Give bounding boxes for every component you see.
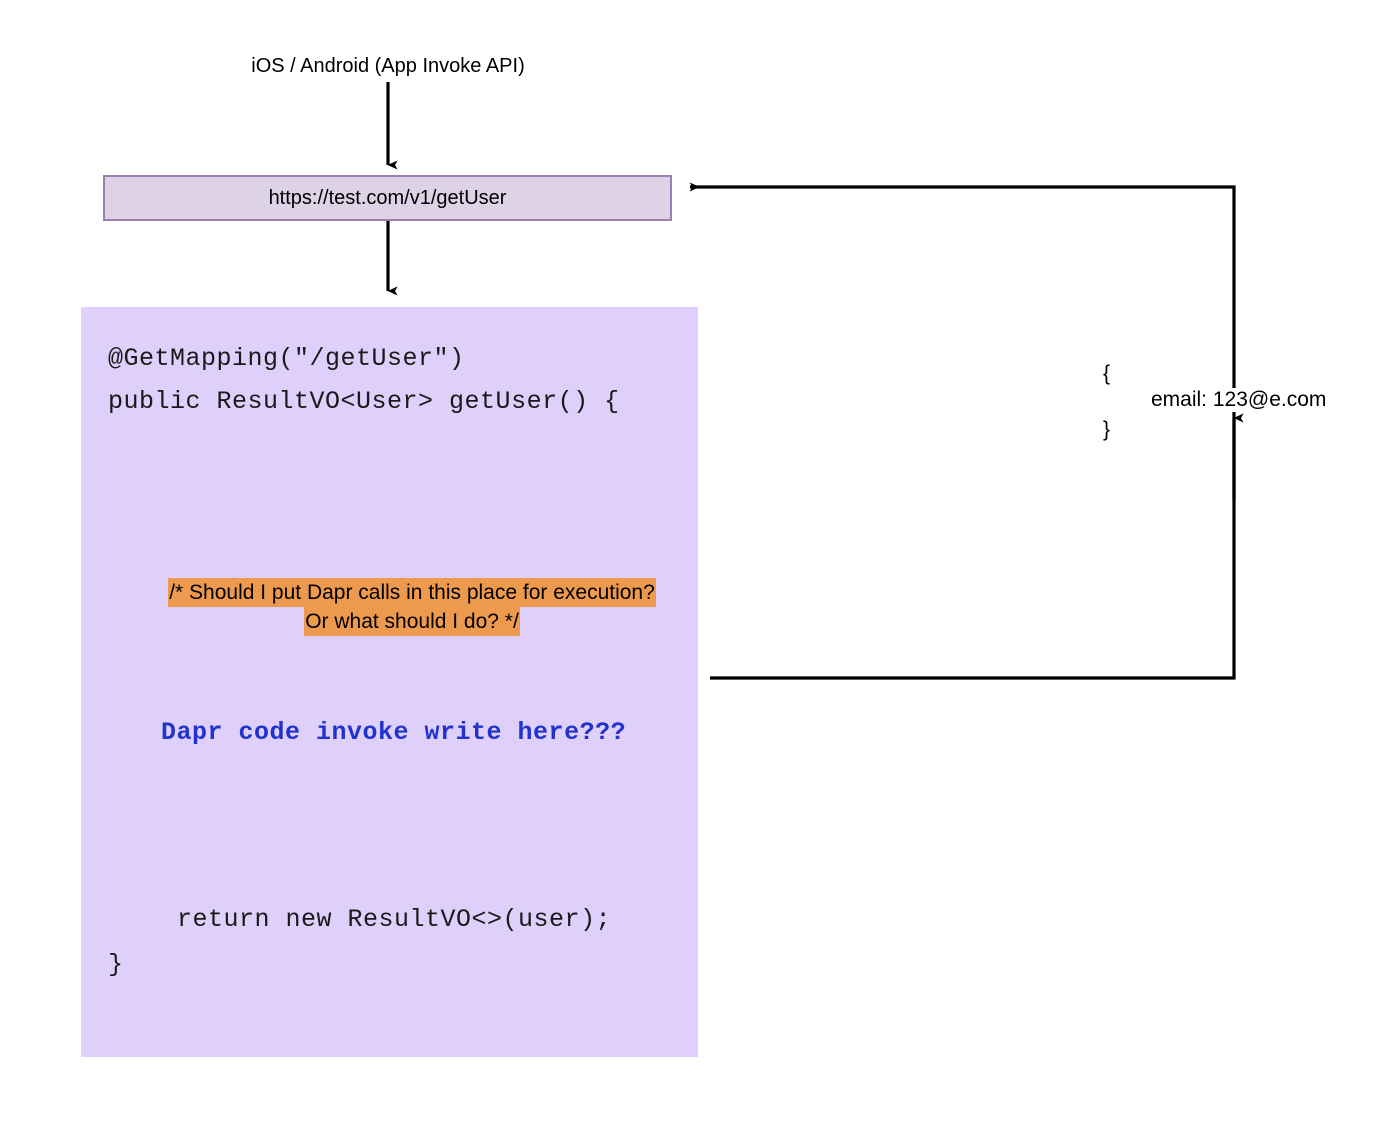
code-line-dapr-placeholder: Dapr code invoke write here??? [161, 718, 627, 747]
code-line-getmapping: @GetMapping("/getUser") [108, 344, 465, 373]
endpoint-url-label: https://test.com/v1/getUser [268, 186, 507, 209]
endpoint-url-box[interactable]: https://test.com/v1/getUser [103, 175, 672, 221]
edge-code-return-to-endpoint [689, 182, 1236, 680]
code-comment-line-2: Or what should I do? */ [304, 607, 520, 636]
code-block: @GetMapping("/getUser") public ResultVO<… [81, 307, 698, 1057]
client-label: iOS / Android (App Invoke API) [251, 55, 525, 77]
code-line-closing-brace: } [108, 950, 124, 979]
code-line-return: return new ResultVO<>(user); [177, 905, 612, 934]
code-comment-highlight: /* Should I put Dapr calls in this place… [117, 578, 707, 636]
response-close-brace: } [1103, 418, 1111, 441]
code-line-method-signature: public ResultVO<User> getUser() { [108, 387, 620, 416]
response-email-field: email: 123@e.com [1149, 388, 1329, 412]
response-open-brace: { [1103, 362, 1111, 385]
code-comment-line-1: /* Should I put Dapr calls in this place… [168, 578, 656, 607]
